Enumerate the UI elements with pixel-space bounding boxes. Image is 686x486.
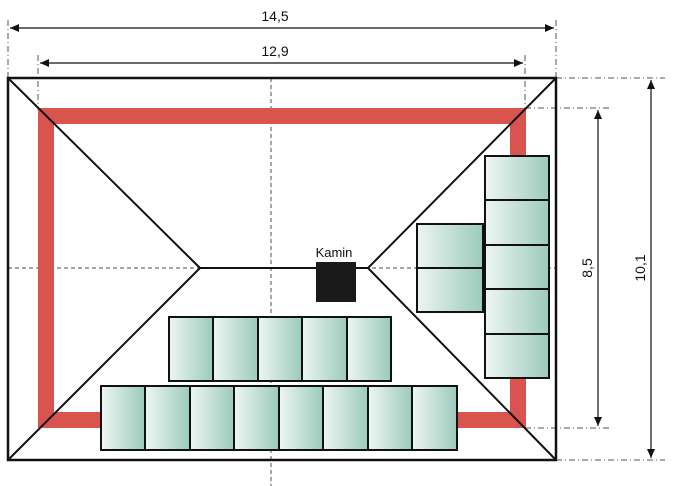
roof-outline [6, 76, 558, 462]
solar-panel [346, 316, 392, 382]
panels-bottom-back-row [168, 316, 392, 382]
panels-right-outer-column [484, 155, 550, 379]
hip-line-top-left [7, 77, 201, 269]
solar-panel [168, 316, 214, 382]
solar-panel [411, 385, 458, 451]
solar-panel [322, 385, 369, 451]
hip-line-top-right [367, 77, 557, 269]
extension-lines [7, 20, 665, 461]
solar-panel [212, 316, 259, 382]
solar-panel [416, 223, 484, 269]
solar-panel [233, 385, 280, 451]
solar-panel [278, 385, 324, 451]
solar-panel [484, 244, 550, 290]
solar-panel [367, 385, 413, 451]
solar-panel [144, 385, 191, 451]
inner-height-label: 8,5 [579, 258, 595, 278]
inner-width-label: 12,9 [261, 43, 288, 59]
roof-outer-edge [6, 76, 558, 462]
outer-width-label: 14,5 [261, 8, 288, 24]
solar-panel [484, 199, 550, 246]
solar-panel [484, 333, 550, 379]
panels-right-inner-column [416, 223, 484, 313]
solar-panel [257, 316, 303, 382]
solar-panel [301, 316, 348, 382]
dimension-lines [10, 24, 655, 458]
solar-panel [416, 267, 484, 313]
outer-height-label: 10,1 [632, 254, 648, 281]
solar-panel [484, 155, 550, 201]
hip-line-bottom-left [7, 267, 201, 461]
panels-bottom-front-row [100, 385, 458, 451]
solar-panel [484, 288, 550, 335]
solar-panel [189, 385, 235, 451]
chimney [316, 262, 356, 302]
hip-line-bottom-right [367, 267, 557, 461]
solar-panel [100, 385, 146, 451]
chimney-label: Kamin [316, 245, 353, 260]
